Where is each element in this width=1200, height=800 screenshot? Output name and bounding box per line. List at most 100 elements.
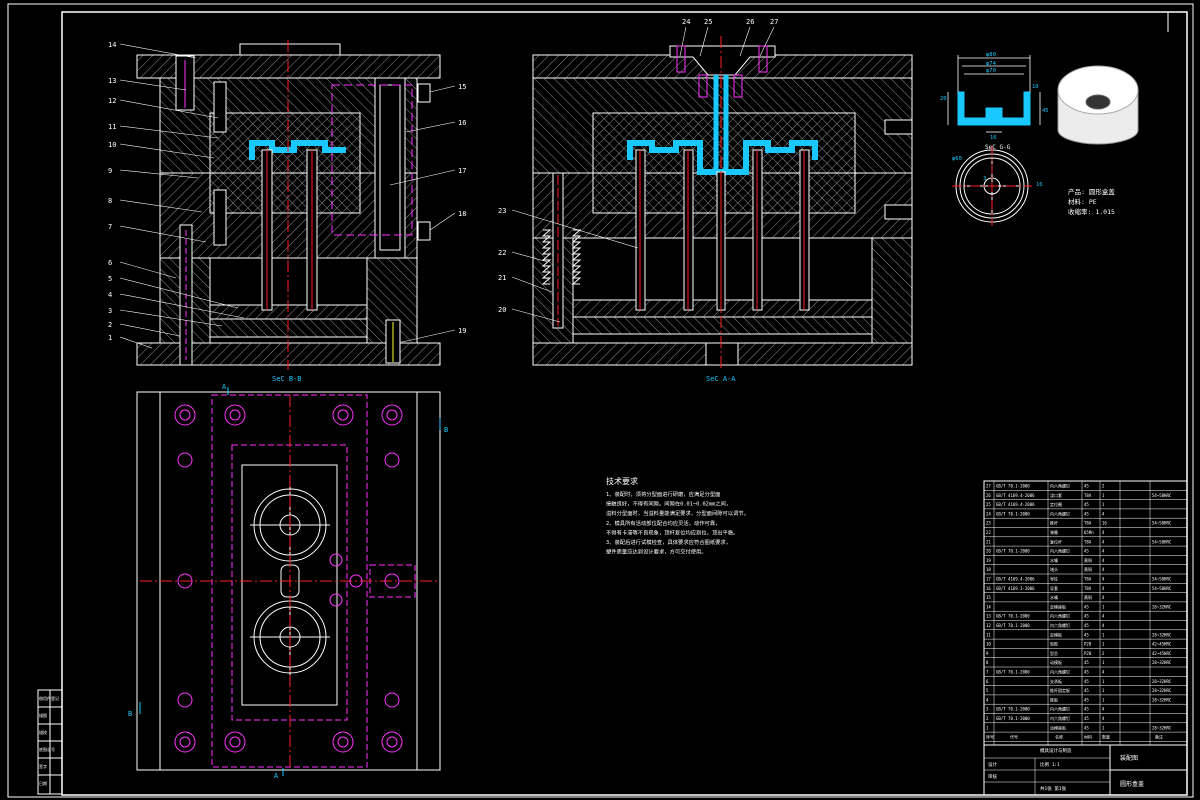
bom-no: 4 — [986, 697, 989, 702]
bom-std: GB/T 70.1-2000 — [996, 549, 1030, 554]
bom-name: 内六角螺钉 — [1050, 622, 1070, 628]
callout-7: 7 — [108, 223, 112, 231]
bom-std: GB/T 70.1-2000 — [996, 484, 1030, 489]
bom-mat: 45 — [1084, 670, 1089, 675]
callout-9: 9 — [108, 167, 112, 175]
bom-name: 定模板 — [1050, 631, 1062, 637]
bom-header-note: 备注 — [1155, 734, 1163, 740]
bom-name: 内六角螺钉 — [1050, 613, 1070, 619]
bom-mat: 45 — [1084, 697, 1089, 702]
tech-requirements: 技术要求 1、装配时，须将分型面进行研磨，应满足分型面接触良好，不得有间隙。间隙… — [606, 476, 749, 556]
bom-name: 推杆固定板 — [1050, 687, 1070, 693]
product-info: 产品: 圆形盒盖 材料: PE 收缩率: 1.015 — [1068, 187, 1115, 216]
bom-qty: 4 — [1102, 623, 1105, 628]
bom-qty: 1 — [1102, 688, 1105, 693]
side-strip — [37, 689, 63, 795]
bom-qty: 1 — [1102, 604, 1105, 609]
section-bb-label: SeC B-B — [272, 375, 302, 383]
bom-no: 17 — [986, 577, 991, 582]
bom-no: 15 — [986, 595, 991, 600]
title-block: 装配图 圆形盒盖 模具设计与制造 设计 审核 比例 1:1 共1张 第1张 — [983, 744, 1188, 796]
bom-note: 28~32HRC — [1152, 725, 1172, 730]
bom-no: 8 — [986, 660, 989, 665]
bom-note: 42~45HRC — [1152, 651, 1172, 656]
bom-note: 42~45HRC — [1152, 642, 1172, 647]
bom-mat: 黄铜 — [1084, 594, 1092, 600]
bom-qty: 1 — [1102, 493, 1105, 498]
callout-6: 6 — [108, 259, 112, 267]
bom-no: 11 — [986, 632, 991, 637]
bom-mat: P20 — [1084, 642, 1092, 647]
tech-line: 不得有卡滞等不良现象，顶杆复位均应到位，顶出平稳。 — [606, 528, 738, 536]
tech-line: 接触良好，不得有间隙。间隙在0.01~0.02mm之间， — [606, 500, 731, 508]
callout-26: 26 — [746, 18, 754, 26]
bom-note: 28~32HRC — [1152, 679, 1172, 684]
title-product: 圆形盒盖 — [1120, 780, 1144, 788]
bom-no: 1 — [986, 725, 989, 730]
bom-no: 22 — [986, 530, 991, 535]
bom-name: 动模板 — [1050, 659, 1062, 665]
bom-qty: 1 — [1102, 679, 1105, 684]
bom-qty: 4 — [1102, 549, 1105, 554]
bom-name: 内六角螺钉 — [1050, 715, 1070, 721]
tech-requirements-title: 技术要求 — [606, 476, 638, 486]
callout-17: 17 — [458, 167, 466, 175]
bom-note: 28~32HRC — [1152, 660, 1172, 665]
bom-qty: 1 — [1102, 725, 1105, 730]
bom-header-mat: 材料 — [1084, 734, 1092, 740]
bom-name: 定模座板 — [1050, 603, 1066, 609]
tech-line: 2、模具所有活动部位配合均应灵活，动作可靠， — [606, 519, 720, 527]
bom-note: 54~58HRC — [1152, 577, 1172, 582]
callout-8: 8 — [108, 197, 112, 205]
bom-qty: 4 — [1102, 558, 1105, 563]
bom-qty: 1 — [1102, 502, 1105, 507]
bom-mat: P20 — [1084, 651, 1092, 656]
bom-std: GB/T 4169.3-2006 — [996, 586, 1035, 591]
callout-3: 3 — [108, 307, 112, 315]
tech-line: 塑件质量应达到设计要求，方可交付使用。 — [606, 548, 707, 556]
callout-18: 18 — [458, 210, 466, 218]
bom-mat: T8A — [1084, 539, 1092, 544]
bom-header-std: 代号 — [1010, 734, 1018, 740]
bom-no: 14 — [986, 604, 991, 609]
bom-mat: 黄铜 — [1084, 566, 1092, 572]
mark-a-top: A — [222, 383, 227, 391]
title-scale: 比例 1:1 — [1040, 761, 1060, 768]
section-bb-view — [136, 40, 441, 370]
bom-name: 堵头 — [1050, 566, 1058, 572]
bom-mat: 45 — [1084, 632, 1089, 637]
bom-no: 5 — [986, 688, 989, 693]
callout-22: 22 — [498, 249, 506, 257]
dim-r3: 3 — [983, 176, 986, 182]
bom-no: 10 — [986, 642, 991, 647]
bom-no: 18 — [986, 567, 991, 572]
svg-text:材料: PE: 材料: PE — [1068, 197, 1097, 206]
bom-note: 54~58HRC — [1152, 586, 1172, 591]
bom-no: 2 — [986, 716, 989, 721]
bom-mat: 45 — [1084, 707, 1089, 712]
bom-mat: 65Mn — [1084, 530, 1094, 535]
bom-header-no: 序号 — [986, 734, 994, 740]
bom-mat: 45 — [1084, 688, 1089, 693]
bom-mat: 45 — [1084, 679, 1089, 684]
bom-std: GB/T 70.1-2000 — [996, 614, 1030, 619]
callout-10: 10 — [108, 141, 116, 149]
callout-14: 14 — [108, 41, 116, 49]
bom-qty: 4 — [1102, 577, 1105, 582]
bom-mat: 45 — [1084, 549, 1089, 554]
side-strip-label: 描校 — [39, 729, 47, 735]
bom-std: GB/T 4169.4-2006 — [996, 493, 1035, 498]
callout-1: 1 — [108, 334, 112, 342]
part-section-view — [947, 55, 1041, 133]
bom-name: 浇口套 — [1050, 492, 1062, 498]
bom-no: 9 — [986, 651, 989, 656]
bom-qty: 4 — [1102, 530, 1105, 535]
callout-20: 20 — [498, 306, 506, 314]
bom-mat: 黄铜 — [1084, 557, 1092, 563]
callout-4: 4 — [108, 291, 112, 299]
dim-d80: φ80 — [986, 52, 996, 58]
bom-mat: 45 — [1084, 604, 1089, 609]
